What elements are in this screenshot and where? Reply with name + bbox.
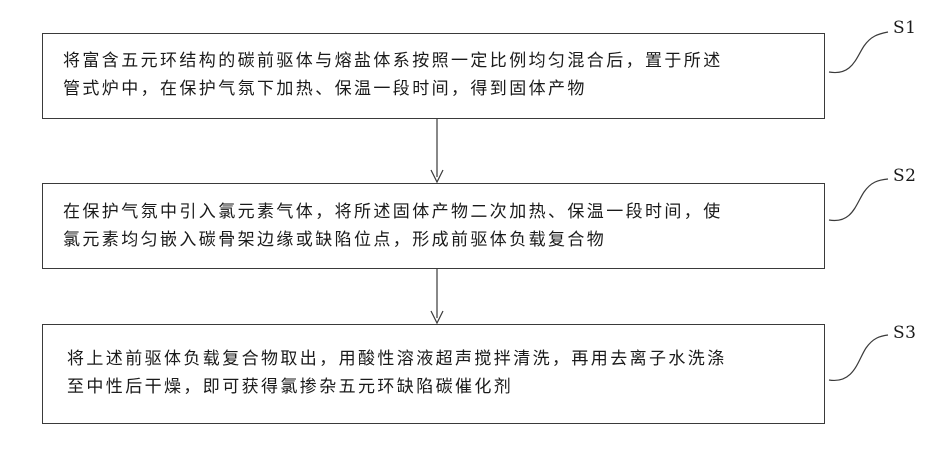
arrow-s2-to-s3 — [431, 269, 443, 323]
leader-line-s1 — [829, 32, 888, 73]
leader-line-s2 — [829, 179, 888, 221]
arrow-s1-to-s2 — [431, 119, 443, 182]
leader-line-s3 — [829, 335, 888, 380]
